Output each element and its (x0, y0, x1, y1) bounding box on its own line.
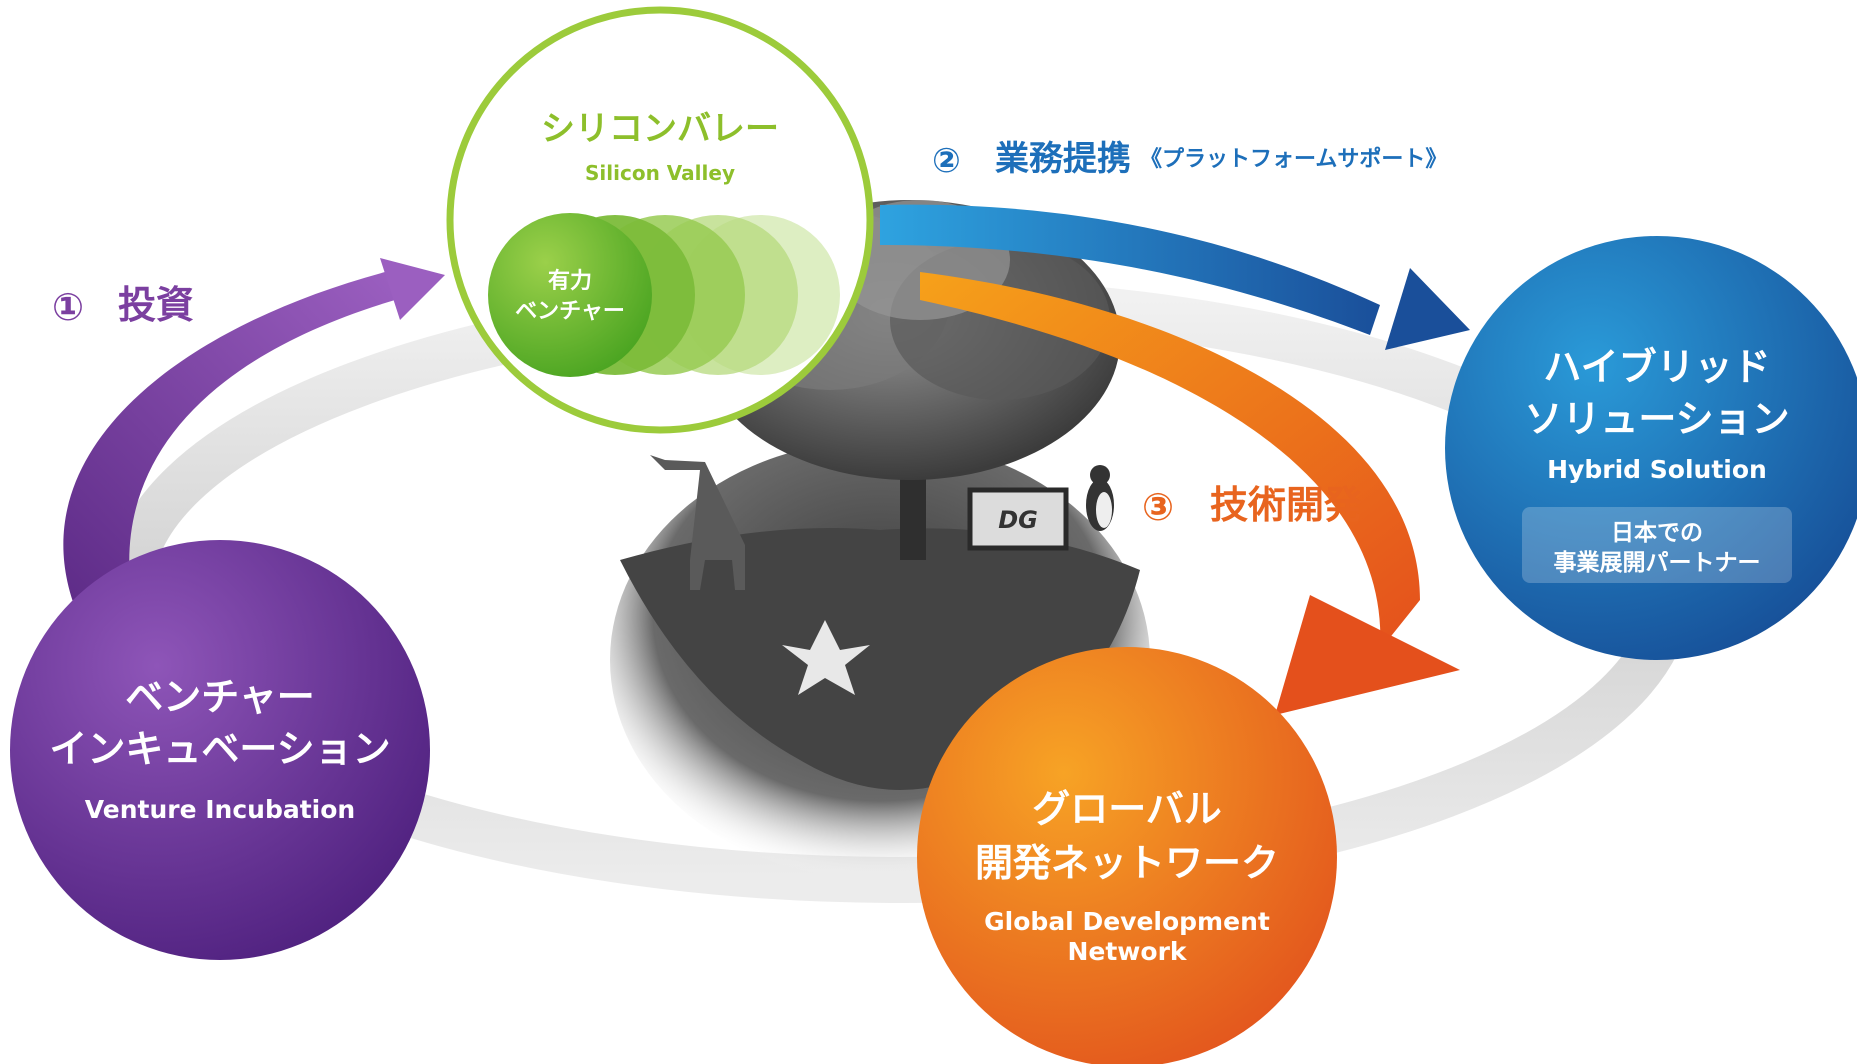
flow-label-partnership: ② 業務提携 《プラットフォームサポート》 (932, 139, 1447, 181)
venture-incubation-en: Venture Incubation (85, 795, 355, 824)
flow-label-investment: ① 投資 (52, 283, 194, 329)
flow-number-3: ③ (1142, 485, 1174, 529)
venture-label-line1: 有力 (548, 268, 592, 294)
hybrid-solution-line2: ソリューション (1524, 397, 1789, 441)
flow-label-development: ③ 技術開発 (1142, 483, 1363, 529)
flow-label-2: 業務提携 (995, 139, 1131, 179)
development-arrow (920, 272, 1460, 715)
hybrid-solution-line1: ハイブリッド (1543, 345, 1770, 389)
flow-label-1: 投資 (118, 283, 194, 327)
global-network-line2: 開発ネットワーク (975, 841, 1279, 885)
partner-badge-line2: 事業展開パートナー (1554, 549, 1761, 576)
partner-badge (1522, 507, 1792, 583)
venture-incubation-node: ベンチャー インキュベーション Venture Incubation (10, 540, 430, 960)
global-network-line1: グローバル (1032, 787, 1222, 831)
dg-logo: DG (998, 506, 1038, 534)
silicon-valley-title-en: Silicon Valley (585, 161, 735, 185)
venture-circles (488, 213, 840, 377)
hybrid-solution-en: Hybrid Solution (1547, 455, 1767, 484)
silicon-valley-node: シリコンバレー Silicon Valley 有力 ベンチャー (446, 6, 874, 434)
flow-sublabel-2: 《プラットフォームサポート》 (1140, 146, 1447, 172)
partnership-arrow (880, 204, 1470, 350)
hybrid-solution-node: ハイブリッド ソリューション Hybrid Solution 日本での 事業展開… (1445, 236, 1857, 660)
global-network-node: グローバル 開発ネットワーク Global Development Networ… (917, 647, 1337, 1064)
venture-ball (488, 213, 652, 377)
silicon-valley-title-jp: シリコンバレー (541, 109, 779, 149)
global-network-en-line2: Network (1067, 937, 1187, 966)
flow-label-3: 技術開発 (1210, 483, 1363, 527)
venture-incubation-line1: ベンチャー (125, 675, 315, 719)
venture-incubation-line2: インキュベーション (49, 727, 390, 771)
flow-number-2: ② (932, 141, 961, 181)
partner-badge-line1: 日本での (1611, 520, 1703, 546)
venture-label-line2: ベンチャー (515, 299, 625, 324)
flow-number-1: ① (52, 285, 84, 329)
dg-monitor (967, 487, 1069, 551)
global-network-en-line1: Global Development (984, 907, 1270, 936)
